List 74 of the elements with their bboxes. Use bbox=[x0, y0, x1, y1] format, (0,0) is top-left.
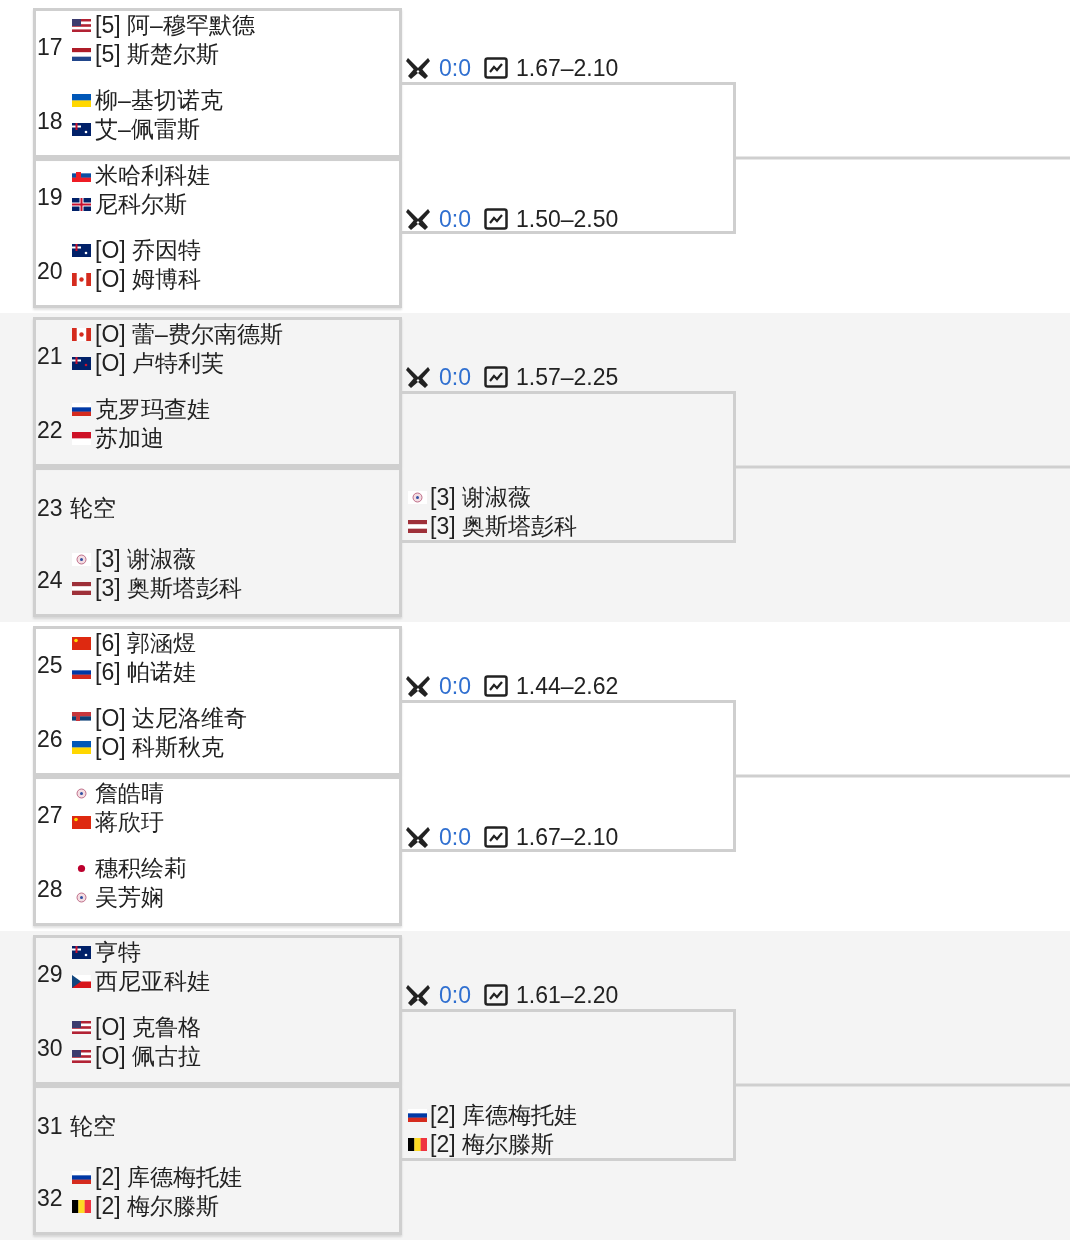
player-name: [6] 帕诺娃 bbox=[95, 658, 196, 686]
player-name: [2] 梅尔滕斯 bbox=[430, 1130, 554, 1158]
draw-number: 23 bbox=[37, 494, 63, 522]
score-text: 0:0 bbox=[439, 823, 471, 851]
player-name: 蒋欣玗 bbox=[95, 808, 164, 836]
match-box bbox=[33, 158, 402, 308]
draw-number: 18 bbox=[37, 107, 63, 135]
match-box bbox=[33, 1085, 402, 1235]
score-text: 0:0 bbox=[439, 363, 471, 391]
bye-text: 轮空 bbox=[70, 1112, 116, 1140]
score-text: 0:0 bbox=[439, 981, 471, 1009]
score-text: 0:0 bbox=[439, 54, 471, 82]
draw-number: 17 bbox=[37, 33, 63, 61]
draw-number: 20 bbox=[37, 257, 63, 285]
draw-number: 28 bbox=[37, 875, 63, 903]
bye-text: 轮空 bbox=[70, 494, 116, 522]
player-name: 西尼亚科娃 bbox=[95, 967, 210, 995]
odds-text: 1.61–2.20 bbox=[516, 981, 619, 1009]
bracket-line bbox=[736, 774, 1070, 778]
match-box bbox=[33, 776, 402, 926]
match-box bbox=[33, 935, 402, 1085]
player-name: [6] 郭涵煜 bbox=[95, 629, 196, 657]
draw-number: 31 bbox=[37, 1112, 63, 1140]
player-name: 克罗玛查娃 bbox=[95, 395, 210, 423]
player-name: [3] 谢淑薇 bbox=[95, 545, 196, 573]
player-name: 苏加迪 bbox=[95, 424, 164, 452]
player-name: [5] 斯楚尔斯 bbox=[95, 40, 219, 68]
player-name: [O] 卢特利芙 bbox=[95, 349, 225, 377]
player-name: 艾–佩雷斯 bbox=[95, 115, 200, 143]
player-name: [O] 达尼洛维奇 bbox=[95, 704, 248, 732]
draw-number: 21 bbox=[37, 342, 63, 370]
score-text: 0:0 bbox=[439, 205, 471, 233]
player-name: 亨特 bbox=[95, 938, 141, 966]
player-name: [O] 克鲁格 bbox=[95, 1013, 202, 1041]
draw-number: 32 bbox=[37, 1184, 63, 1212]
draw-number: 27 bbox=[37, 801, 63, 829]
player-name: [2] 梅尔滕斯 bbox=[95, 1192, 219, 1220]
draw-number: 22 bbox=[37, 416, 63, 444]
player-name: [O] 乔因特 bbox=[95, 236, 202, 264]
player-name: [O] 科斯秋克 bbox=[95, 733, 225, 761]
match-box bbox=[33, 467, 402, 617]
match-box bbox=[33, 317, 402, 467]
draw-number: 24 bbox=[37, 566, 63, 594]
player-name: [2] 库德梅托娃 bbox=[95, 1163, 242, 1191]
player-name: [O] 姆博科 bbox=[95, 265, 202, 293]
player-name: 柳–基切诺克 bbox=[95, 86, 223, 114]
match-box bbox=[33, 626, 402, 776]
player-name: 米哈利科娃 bbox=[95, 161, 210, 189]
bracket-line bbox=[736, 156, 1070, 160]
player-name: 吴芳娴 bbox=[95, 883, 164, 911]
player-name: [5] 阿–穆罕默德 bbox=[95, 11, 255, 39]
draw-number: 30 bbox=[37, 1034, 63, 1062]
player-name: [3] 奥斯塔彭科 bbox=[95, 574, 242, 602]
odds-text: 1.44–2.62 bbox=[516, 672, 619, 700]
player-name: [3] 谢淑薇 bbox=[430, 483, 531, 511]
player-name: 穗积绘莉 bbox=[95, 854, 187, 882]
odds-text: 1.50–2.50 bbox=[516, 205, 619, 233]
player-name: [3] 奥斯塔彭科 bbox=[430, 512, 577, 540]
player-name: [O] 佩古拉 bbox=[95, 1042, 202, 1070]
odds-text: 1.67–2.10 bbox=[516, 54, 619, 82]
draw-number: 26 bbox=[37, 725, 63, 753]
odds-text: 1.67–2.10 bbox=[516, 823, 619, 851]
player-name: 詹皓晴 bbox=[95, 779, 164, 807]
player-name: [O] 蕾–费尔南德斯 bbox=[95, 320, 283, 348]
player-name: [2] 库德梅托娃 bbox=[430, 1101, 577, 1129]
bracket-line bbox=[736, 1083, 1070, 1087]
draw-number: 25 bbox=[37, 651, 63, 679]
bracket-line bbox=[736, 465, 1070, 469]
odds-text: 1.57–2.25 bbox=[516, 363, 619, 391]
score-text: 0:0 bbox=[439, 672, 471, 700]
draw-number: 19 bbox=[37, 183, 63, 211]
draw-number: 29 bbox=[37, 960, 63, 988]
match-box bbox=[33, 8, 402, 158]
player-name: 尼科尔斯 bbox=[95, 190, 187, 218]
